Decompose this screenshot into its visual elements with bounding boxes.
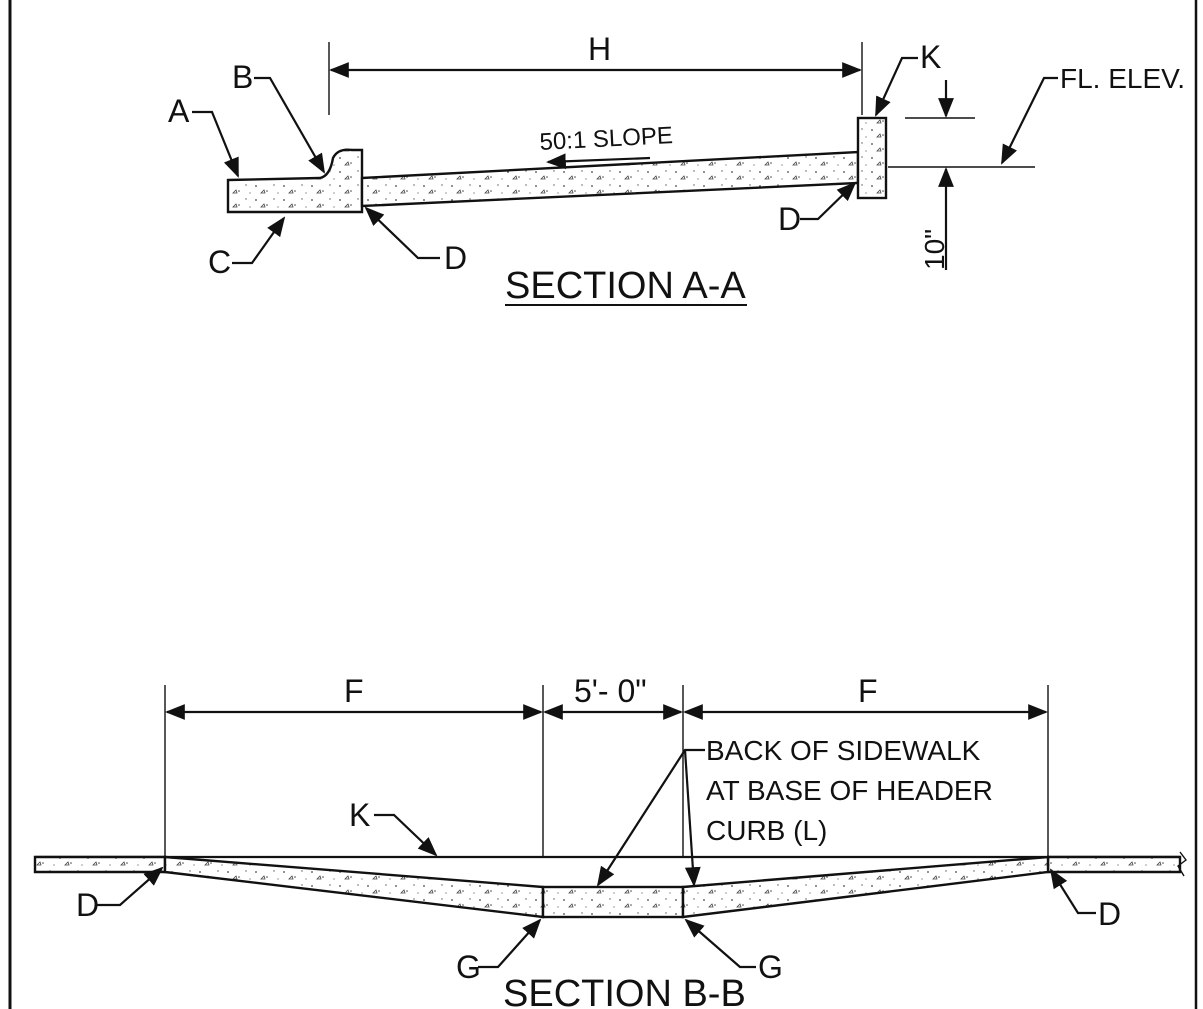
sheet-border [8, 0, 1198, 1009]
label-d-left: D [444, 240, 467, 276]
label-g-right: G [758, 949, 783, 985]
label-f-right: F [858, 673, 878, 709]
section-a-title: SECTION A-A [505, 265, 746, 307]
label-a: A [168, 93, 190, 129]
label-k-b: K [349, 797, 370, 833]
note-line-2: AT BASE OF HEADER [706, 775, 993, 806]
note-line-1: BACK OF SIDEWALK [706, 735, 981, 766]
section-a-drawing [192, 42, 1058, 306]
section-b-drawing [33, 685, 1187, 969]
label-f-left: F [344, 673, 364, 709]
label-k: K [920, 39, 941, 75]
label-center-width: 5'- 0" [574, 673, 647, 709]
right-wing-slab [681, 855, 1050, 919]
center-slab [541, 885, 685, 919]
label-g-left: G [456, 949, 481, 985]
label-d-b-left: D [76, 887, 99, 923]
header-curb [856, 116, 888, 200]
label-fl-elev: FL. ELEV. [1060, 63, 1185, 94]
gutter-slab [226, 148, 364, 214]
label-slope: 50:1 SLOPE [539, 122, 674, 156]
label-h: H [588, 31, 611, 67]
label-depth: 10" [919, 229, 950, 270]
label-b: B [232, 59, 253, 95]
label-d-b-right: D [1098, 896, 1121, 932]
left-wing-slab [163, 855, 545, 919]
note-line-3: CURB (L) [706, 815, 827, 846]
label-d-right: D [778, 201, 801, 237]
label-c: C [208, 244, 231, 280]
section-b-title: SECTION B-B [503, 973, 746, 1009]
